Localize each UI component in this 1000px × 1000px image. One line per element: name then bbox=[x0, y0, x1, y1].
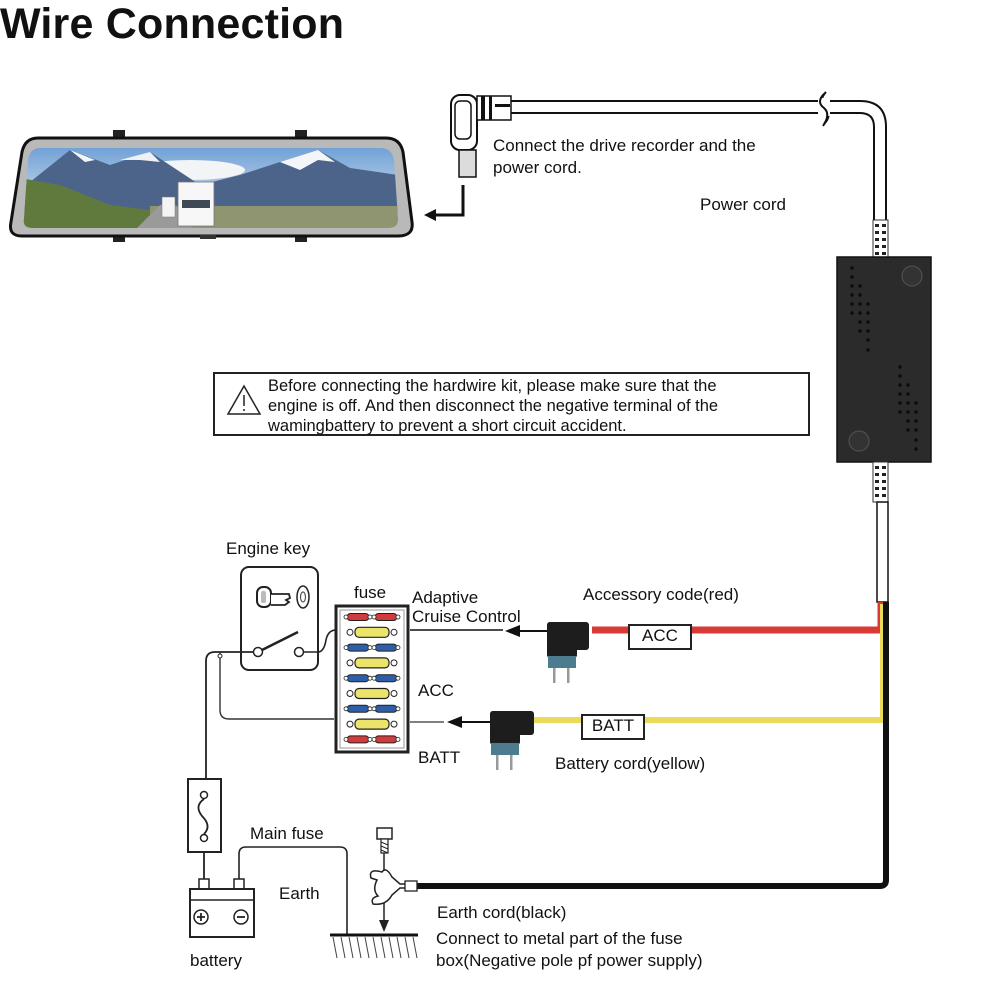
page-title: Wire Connection bbox=[0, 0, 345, 48]
ground-symbol bbox=[330, 933, 418, 959]
mirror-clip bbox=[113, 234, 125, 242]
mirror-screen bbox=[23, 148, 399, 228]
earth-wire-black bbox=[416, 602, 889, 889]
warning-line-3: wamingbattery to prevent a short circuit… bbox=[268, 417, 627, 435]
adaptive-label-line1: Adaptive bbox=[412, 588, 479, 607]
main-fuse bbox=[187, 778, 222, 853]
mirror-clip bbox=[295, 234, 307, 242]
batt-fuse-label: BATT bbox=[418, 748, 461, 767]
earth-connect-label-line2: box(Negative pole pf power supply) bbox=[436, 951, 703, 970]
fuse-item bbox=[343, 735, 401, 744]
earth-connect-label-line1: Connect to metal part of the fuse bbox=[436, 929, 683, 948]
battery-cord-label: Battery cord(yellow) bbox=[555, 754, 706, 773]
key-to-fuse-wire bbox=[304, 629, 340, 653]
batt-arrow-icon bbox=[447, 716, 462, 728]
fuse-item bbox=[343, 643, 401, 652]
dashcam-mirror bbox=[9, 130, 414, 242]
adaptive-label-line2: Cruise Control bbox=[412, 607, 521, 626]
connect-recorder-label-line2: power cord. bbox=[493, 158, 582, 177]
warning-triangle-icon bbox=[226, 384, 262, 415]
engine-key-label: Engine key bbox=[226, 539, 311, 558]
earth-cord-label: Earth cord(black) bbox=[437, 903, 567, 922]
engine-key-switch bbox=[240, 566, 319, 671]
fuse-item bbox=[346, 687, 398, 700]
accessory-cord-label: Accessory code(red) bbox=[583, 585, 739, 604]
connect-recorder-label-line1: Connect the drive recorder and the bbox=[493, 136, 756, 155]
strain-relief-bottom bbox=[872, 461, 889, 503]
fuse-item bbox=[346, 626, 398, 638]
fuse-item bbox=[343, 704, 401, 713]
battery-label: battery bbox=[190, 951, 242, 970]
fuse-label: fuse bbox=[354, 583, 387, 602]
power-connector-plug bbox=[450, 94, 512, 178]
power-cord-label: Power cord bbox=[700, 195, 786, 214]
earth-wire bbox=[238, 846, 348, 935]
car-battery bbox=[189, 878, 255, 938]
key-to-battery-wire bbox=[205, 651, 253, 780]
warning-box: Before connecting the hardwire kit, plea… bbox=[213, 372, 810, 436]
acc-arrow-icon bbox=[505, 625, 520, 637]
mirror-clip bbox=[295, 130, 307, 138]
acc-fuse-label: ACC bbox=[418, 681, 454, 700]
fuse-item bbox=[343, 674, 401, 683]
cord-break-icon bbox=[819, 93, 829, 127]
batt-wire-tag: BATT bbox=[581, 714, 645, 740]
hardwire-converter-box bbox=[836, 256, 932, 463]
main-fuse-label: Main fuse bbox=[250, 824, 324, 843]
earth-label: Earth bbox=[279, 884, 320, 903]
connect-arrow bbox=[432, 185, 465, 217]
earth-bolt-terminal bbox=[369, 827, 418, 932]
fuse-item bbox=[343, 613, 401, 621]
warning-text: Before connecting the hardwire kit, plea… bbox=[268, 376, 718, 436]
warning-line-1: Before connecting the hardwire kit, plea… bbox=[268, 377, 717, 395]
acc-fuse-tap bbox=[547, 622, 589, 683]
batt-fuse-feed-wire bbox=[219, 652, 334, 720]
mirror-clip bbox=[113, 130, 125, 138]
fuse-item bbox=[346, 718, 398, 730]
warning-line-2: engine is off. And then disconnect the n… bbox=[268, 397, 719, 415]
batt-fuse-tap bbox=[490, 711, 534, 770]
acc-wire-tag: ACC bbox=[628, 624, 692, 650]
fuse-item bbox=[346, 657, 398, 669]
arrow-head-icon bbox=[424, 209, 436, 221]
